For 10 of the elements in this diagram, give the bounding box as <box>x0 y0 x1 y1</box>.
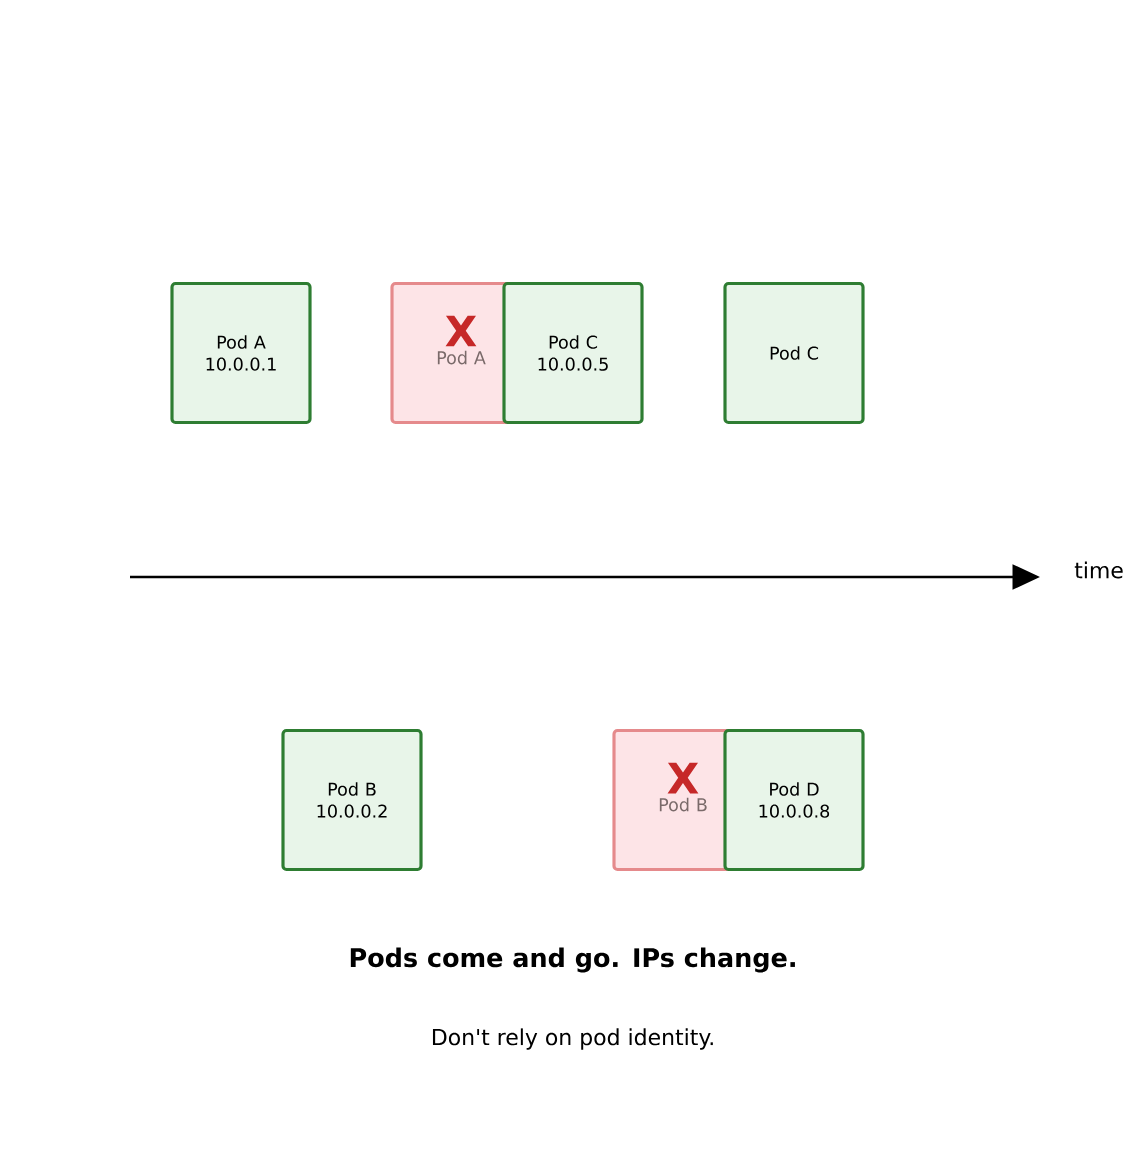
axis-label: time <box>1074 561 1123 579</box>
cross-mark: X <box>667 762 699 794</box>
pod-box: Pod D 10.0.0.8 <box>723 728 865 872</box>
cross-mark: X <box>445 315 477 347</box>
pod-box: Pod C <box>723 281 865 425</box>
pod-box: Pod C 10.0.0.5 <box>502 281 644 425</box>
pod-box: Pod B 10.0.0.2 <box>281 728 423 872</box>
pod-box: Pod A 10.0.0.1 <box>170 281 312 425</box>
title: Pods come and go. IPs change. <box>350 947 795 973</box>
caption: Don't rely on pod identity. <box>432 1028 713 1050</box>
